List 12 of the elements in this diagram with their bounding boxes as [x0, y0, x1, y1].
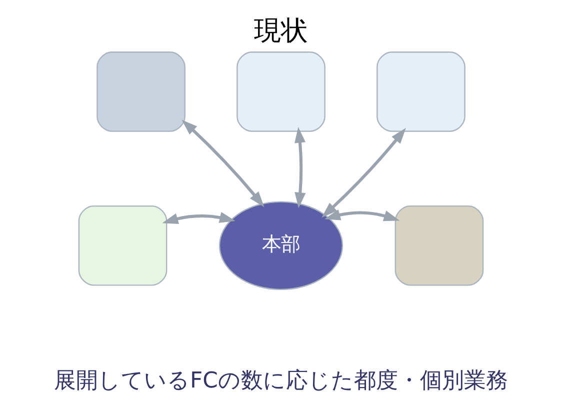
node-box	[236, 51, 326, 132]
node-box	[394, 205, 484, 286]
diagram-title: 現状	[254, 15, 308, 46]
node-box	[376, 51, 466, 132]
arrow	[322, 128, 406, 218]
arrow	[324, 210, 400, 222]
node-box	[96, 51, 186, 132]
arrow	[294, 126, 306, 208]
caption: 展開しているFCの数に応じた都度・個別業務	[54, 368, 508, 394]
arrow	[182, 120, 264, 208]
node-box	[78, 205, 168, 286]
arrow	[162, 212, 236, 224]
